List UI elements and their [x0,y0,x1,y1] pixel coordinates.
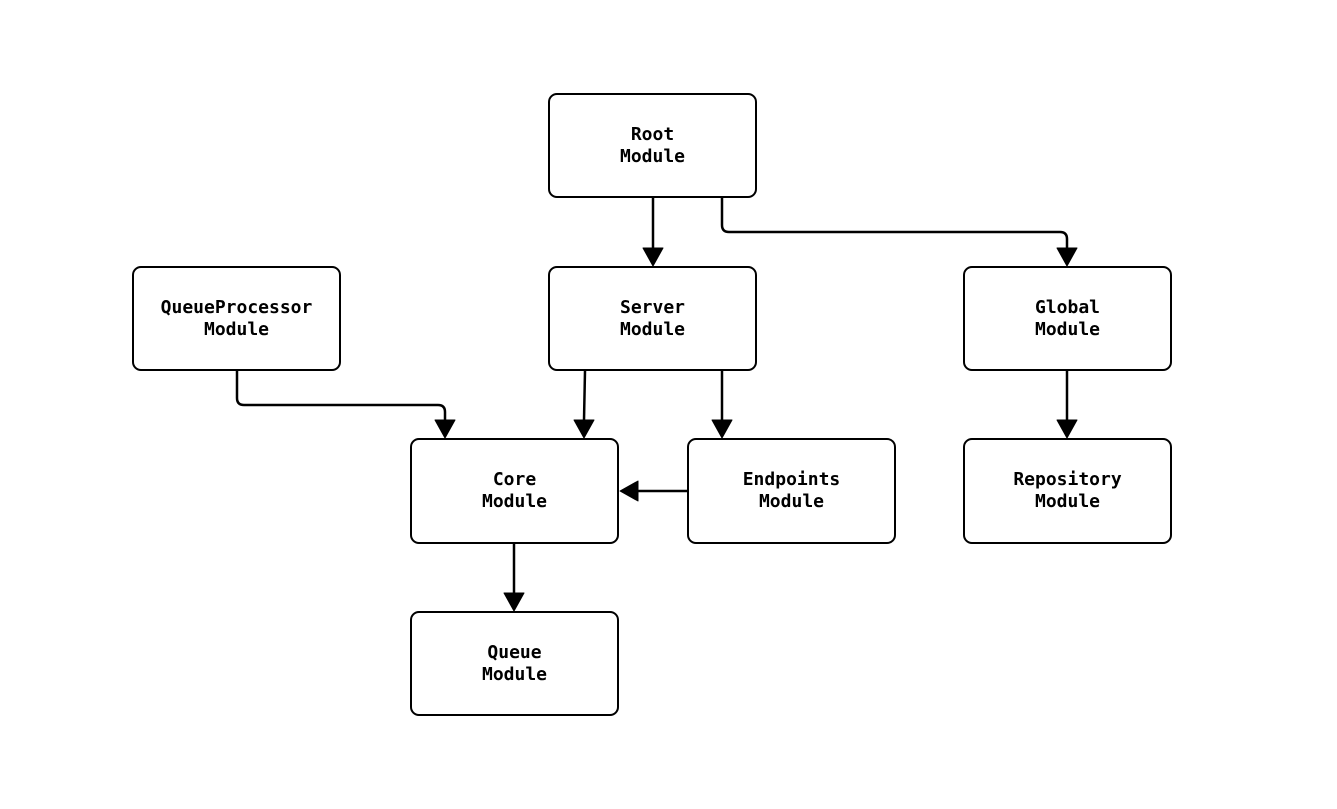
edge-server-to-core [582,370,587,421]
node-label-root-module: Root Module [619,123,686,167]
node-label-global-module: Global Module [1034,296,1101,340]
arrowhead-global-to-repository [1056,419,1078,439]
node-label-repository-module: Repository Module [1013,469,1122,512]
node-server-module: Server Module [548,266,757,371]
arrowhead-root-to-global [1056,247,1078,267]
node-label-queueprocessor-module: QueueProcessor Module [160,296,313,340]
node-global-module: Global Module [963,266,1172,371]
node-queue-module: Queue Module [410,611,619,716]
node-endpoints-module: Endpoints Module [687,438,896,544]
arrowhead-root-to-server [642,247,664,267]
node-label-server-module: Server Module [619,296,686,340]
arrowhead-server-to-core [573,419,595,439]
node-repository-module: Repository Module [963,438,1172,544]
edge-queueprocessor-to-core [235,371,447,420]
arrowhead-endpoints-to-core [619,480,639,502]
arrowhead-server-to-endpoints [711,419,733,439]
arrowhead-queueprocessor-to-core [434,419,456,439]
node-queueprocessor-module: QueueProcessor Module [132,266,341,371]
node-core-module: Core Module [410,438,619,544]
node-label-core-module: Core Module [481,469,548,512]
node-root-module: Root Module [548,93,757,198]
node-label-endpoints-module: Endpoints Module [742,469,841,512]
arrowhead-core-to-queue [503,592,525,612]
edge-root-to-global [720,198,1069,248]
node-label-queue-module: Queue Module [481,641,548,685]
